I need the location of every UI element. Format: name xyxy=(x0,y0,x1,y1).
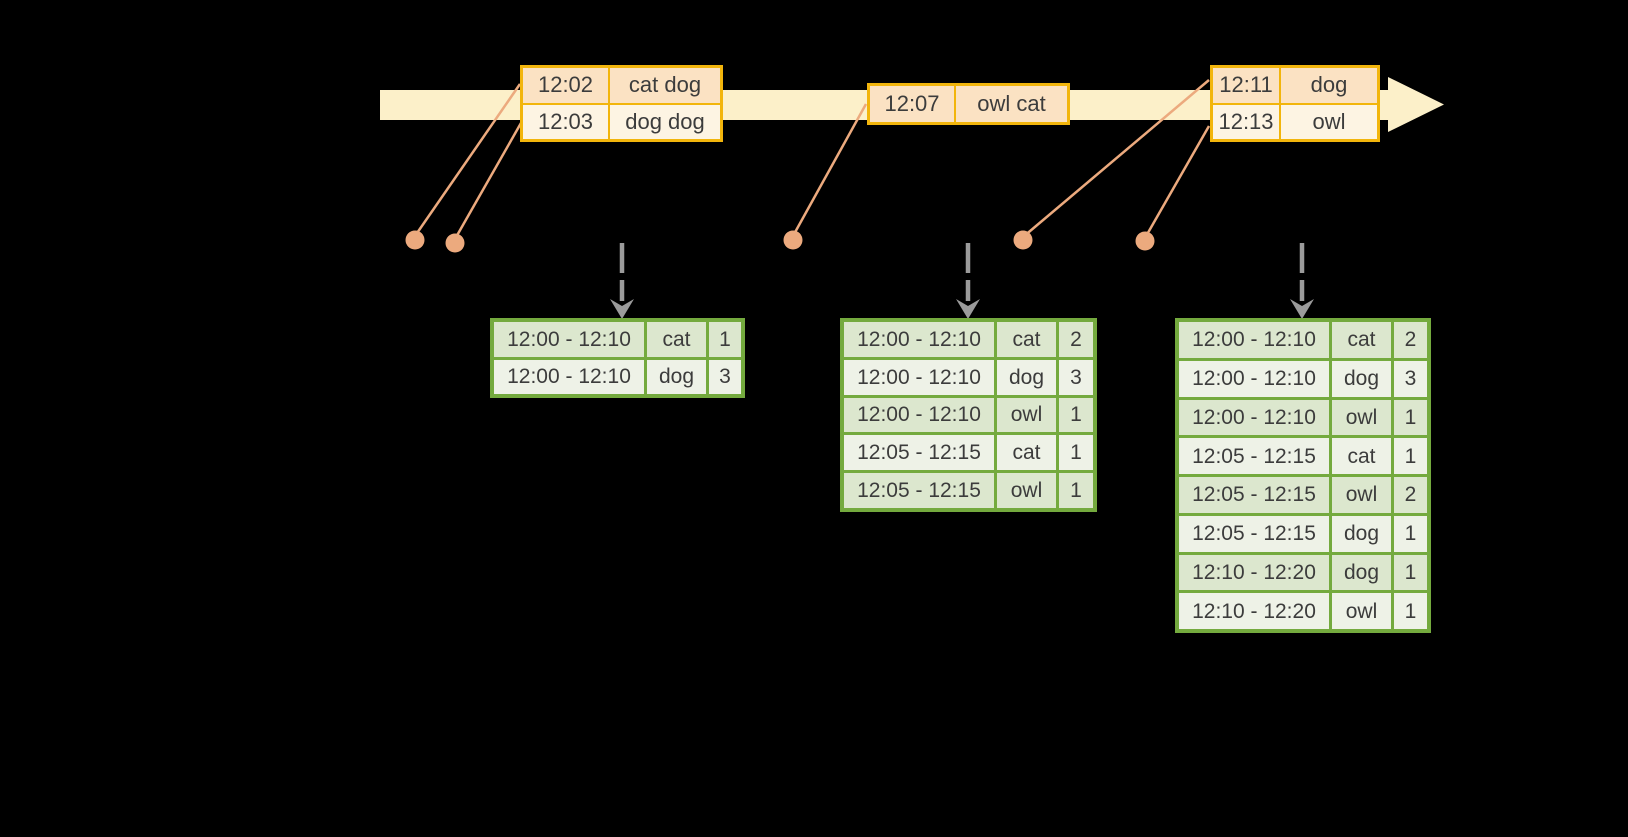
count-cell: 3 xyxy=(709,359,741,394)
window-cell: 12:00 - 12:10 xyxy=(494,322,644,357)
trigger-arrows xyxy=(610,243,1314,319)
window-cell: 12:00 - 12:10 xyxy=(844,322,994,357)
event-words-cell: owl cat xyxy=(956,86,1067,122)
word-cell: cat xyxy=(647,322,706,357)
count-cell: 2 xyxy=(1059,322,1093,357)
result-table-3: 12:00 - 12:10 cat 2 12:00 - 12:10 dog 3 … xyxy=(1175,318,1431,633)
event-time-cell: 12:07 xyxy=(870,86,954,122)
word-cell: owl xyxy=(1332,477,1391,513)
event-connector-line xyxy=(1143,125,1211,239)
timeline-arrowhead-icon xyxy=(1388,77,1444,132)
window-cell: 12:00 - 12:10 xyxy=(1179,322,1329,358)
event-dot xyxy=(1013,230,1033,250)
event-dots xyxy=(405,230,1155,253)
count-cell: 2 xyxy=(1394,322,1427,358)
event-time-cell: 12:13 xyxy=(1213,104,1279,139)
count-cell: 1 xyxy=(1059,435,1093,471)
event-words-cell: dog xyxy=(1281,68,1377,103)
event-connector-line xyxy=(1022,79,1210,238)
event-dot xyxy=(445,233,465,253)
word-cell: cat xyxy=(1332,322,1391,358)
event-words-cell: cat dog xyxy=(610,68,720,103)
event-connector-lines xyxy=(413,79,1211,240)
event-dot xyxy=(405,230,425,250)
window-cell: 12:00 - 12:10 xyxy=(1179,360,1329,397)
window-cell: 12:05 - 12:15 xyxy=(1179,438,1329,474)
window-cell: 12:10 - 12:20 xyxy=(1179,554,1329,591)
event-dot xyxy=(783,230,803,250)
word-cell: cat xyxy=(997,322,1056,357)
event-words-cell: dog dog xyxy=(610,104,720,139)
event-time-cell: 12:11 xyxy=(1213,68,1279,103)
result-table-1: 12:00 - 12:10 cat 1 12:00 - 12:10 dog 3 xyxy=(490,318,745,398)
count-cell: 1 xyxy=(1059,473,1093,508)
count-cell: 1 xyxy=(1059,397,1093,433)
word-cell: dog xyxy=(997,359,1056,395)
word-cell: owl xyxy=(997,473,1056,508)
window-cell: 12:05 - 12:15 xyxy=(1179,515,1329,552)
trigger-arrow-icon xyxy=(1290,243,1314,319)
count-cell: 3 xyxy=(1059,359,1093,395)
count-cell: 1 xyxy=(1394,554,1427,591)
count-cell: 3 xyxy=(1394,360,1427,397)
window-cell: 12:00 - 12:10 xyxy=(494,359,644,394)
word-cell: cat xyxy=(1332,438,1391,474)
word-cell: owl xyxy=(997,397,1056,433)
word-cell: owl xyxy=(1332,399,1391,436)
word-cell: dog xyxy=(1332,360,1391,397)
window-cell: 12:05 - 12:15 xyxy=(1179,477,1329,513)
count-cell: 1 xyxy=(1394,438,1427,474)
event-connector-line xyxy=(453,122,523,240)
window-cell: 12:10 - 12:20 xyxy=(1179,593,1329,629)
count-cell: 2 xyxy=(1394,477,1427,513)
event-table-2: 12:07 owl cat xyxy=(867,83,1070,125)
event-table-3: 12:11 dog 12:13 owl xyxy=(1210,65,1380,142)
count-cell: 1 xyxy=(1394,515,1427,552)
trigger-arrow-icon xyxy=(956,243,980,319)
count-cell: 1 xyxy=(709,322,741,357)
word-cell: cat xyxy=(997,435,1056,471)
event-time-cell: 12:03 xyxy=(523,104,608,139)
event-dot xyxy=(1135,231,1155,251)
window-cell: 12:00 - 12:10 xyxy=(1179,399,1329,436)
window-cell: 12:00 - 12:10 xyxy=(844,359,994,395)
event-connector-line xyxy=(791,103,868,237)
result-table-2: 12:00 - 12:10 cat 2 12:00 - 12:10 dog 3 … xyxy=(840,318,1097,512)
event-table-1: 12:02 cat dog 12:03 dog dog xyxy=(520,65,723,142)
window-cell: 12:05 - 12:15 xyxy=(844,473,994,508)
event-words-cell: owl xyxy=(1281,104,1377,139)
count-cell: 1 xyxy=(1394,399,1427,436)
word-cell: dog xyxy=(1332,515,1391,552)
word-cell: dog xyxy=(1332,554,1391,591)
count-cell: 1 xyxy=(1394,593,1427,629)
word-cell: owl xyxy=(1332,593,1391,629)
window-cell: 12:05 - 12:15 xyxy=(844,435,994,471)
word-cell: dog xyxy=(647,359,706,394)
event-time-cell: 12:02 xyxy=(523,68,608,103)
trigger-arrow-icon xyxy=(610,243,634,319)
event-connector-line xyxy=(413,83,522,237)
window-cell: 12:00 - 12:10 xyxy=(844,397,994,433)
